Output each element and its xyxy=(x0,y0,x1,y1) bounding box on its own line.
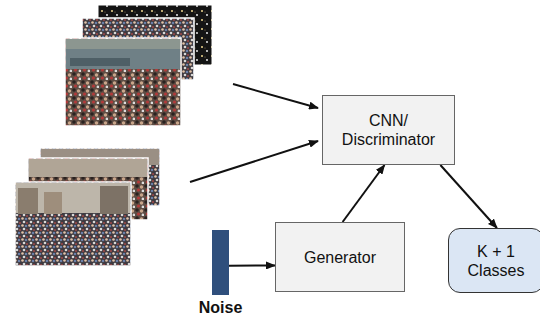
generator-box: Generator xyxy=(275,222,405,292)
box-label: K + 1 Classes xyxy=(455,242,537,280)
far-shore xyxy=(66,39,180,49)
street-buildings xyxy=(29,159,147,177)
flow-arrow xyxy=(343,165,385,222)
box-label: Generator xyxy=(304,248,376,267)
discriminator-box: CNN/ Discriminator xyxy=(322,95,455,165)
noise-vector: Noise xyxy=(212,230,229,295)
photo-stack xyxy=(15,148,160,266)
water-reflection xyxy=(70,58,130,66)
input-arrow xyxy=(233,84,318,108)
water-scene xyxy=(66,39,180,69)
photo-stack xyxy=(65,5,212,126)
street-sky xyxy=(16,183,130,213)
flow-arrow xyxy=(229,264,275,266)
crowd-photo xyxy=(65,38,181,126)
flow-arrow xyxy=(440,165,497,228)
building xyxy=(18,188,38,214)
box-label: CNN/ Discriminator xyxy=(329,111,448,149)
input-arrow xyxy=(190,141,318,182)
node-label: Noise xyxy=(199,298,243,317)
building xyxy=(100,186,128,214)
crowd-photo xyxy=(15,182,131,266)
classes-box: K + 1 Classes xyxy=(448,228,540,293)
building xyxy=(44,192,62,214)
